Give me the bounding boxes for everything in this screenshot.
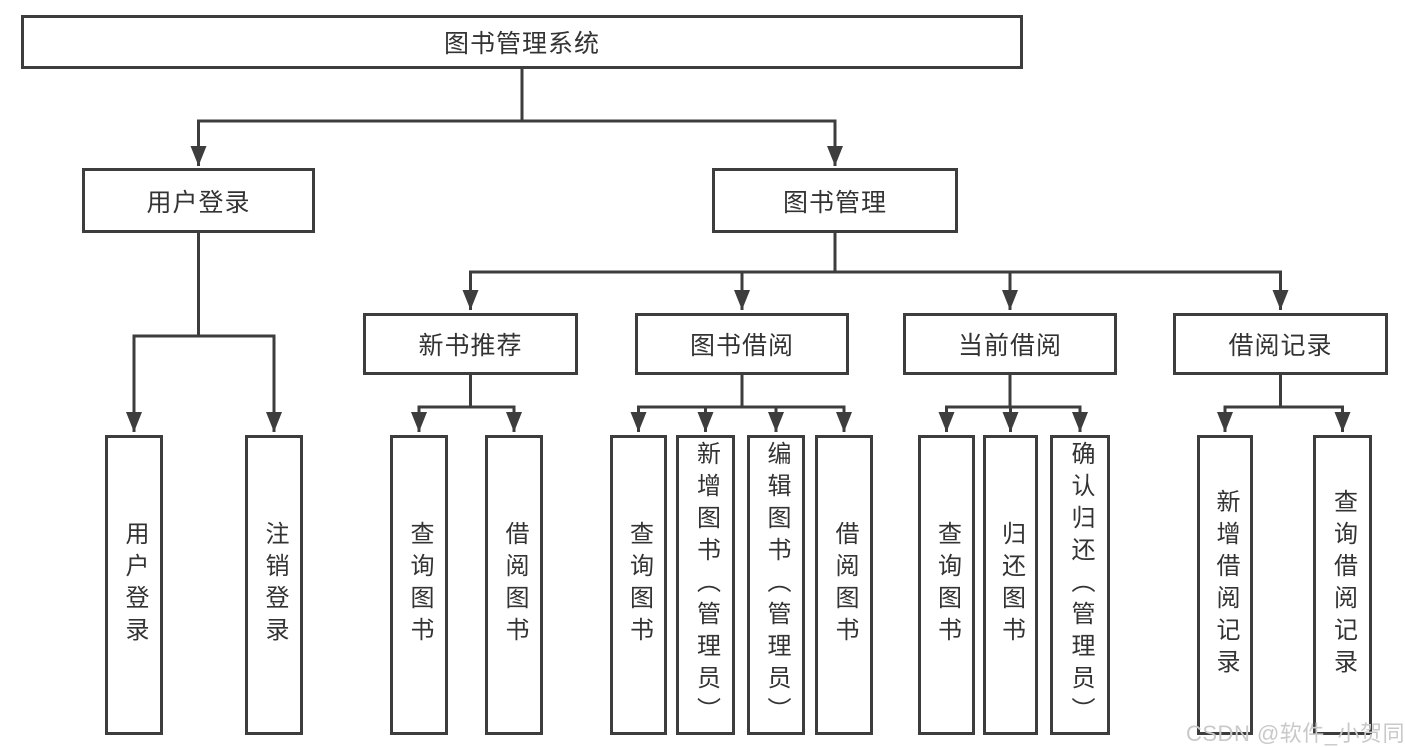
leaf-borrow-books-1: 借阅图书	[485, 435, 543, 735]
leaf-borrow-books-2: 借阅图书	[815, 435, 873, 735]
elbow-borrow-records	[1225, 375, 1343, 409]
elbow-user-login	[134, 233, 274, 338]
leaf-label: 借阅图书	[831, 521, 858, 649]
leaf-label: 归还图书	[997, 521, 1025, 649]
leaf-query-books-2: 查询图书	[610, 435, 667, 735]
node-user-login: 用户登录	[82, 168, 315, 233]
leaf-query-books-1: 查询图书	[390, 435, 448, 735]
node-current-borrow: 当前借阅	[903, 313, 1117, 375]
node-book-borrow: 图书借阅	[635, 313, 849, 375]
leaf-label: 确认归还（管理员）	[1067, 441, 1094, 729]
elbow-new-book-recommend	[419, 375, 514, 409]
leaf-label: 查询图书	[933, 521, 961, 649]
elbow-root	[198, 69, 835, 123]
leaf-label: 编辑图书（管理员）	[763, 441, 790, 729]
node-new-book-recommend: 新书推荐	[363, 313, 578, 375]
leaf-label: 注销登录	[261, 521, 288, 649]
node-book-management: 图书管理	[712, 168, 958, 233]
leaf-add-borrow-record: 新增借阅记录	[1197, 435, 1253, 735]
elbow-current-borrow	[946, 375, 1080, 409]
leaf-user-login: 用户登录	[105, 435, 163, 735]
leaf-label: 新增图书（管理员）	[692, 441, 720, 729]
elbow-book-management	[470, 233, 1281, 274]
leaf-logout: 注销登录	[245, 435, 303, 735]
leaf-confirm-return-admin: 确认归还（管理员）	[1050, 435, 1110, 735]
connector-group	[126, 69, 1351, 432]
leaf-query-borrow-record: 查询借阅记录	[1313, 435, 1372, 735]
leaf-label: 新增借阅记录	[1212, 489, 1239, 681]
leaf-label: 查询图书	[625, 521, 653, 649]
node-borrow-records: 借阅记录	[1173, 313, 1388, 375]
leaf-query-books-3: 查询图书	[918, 435, 975, 735]
csdn-watermark: CSDN @软件_小贺同学	[1186, 721, 1405, 746]
elbow-book-borrow	[638, 375, 844, 409]
leaf-add-book-admin: 新增图书（管理员）	[676, 435, 735, 735]
leaf-label: 用户登录	[121, 521, 148, 649]
leaf-label: 查询图书	[406, 521, 433, 649]
leaf-label: 查询借阅记录	[1329, 489, 1357, 681]
leaf-edit-book-admin: 编辑图书（管理员）	[747, 435, 805, 735]
node-root-system: 图书管理系统	[21, 15, 1023, 69]
leaf-label: 借阅图书	[501, 521, 528, 649]
leaf-return-book: 归还图书	[983, 435, 1038, 735]
